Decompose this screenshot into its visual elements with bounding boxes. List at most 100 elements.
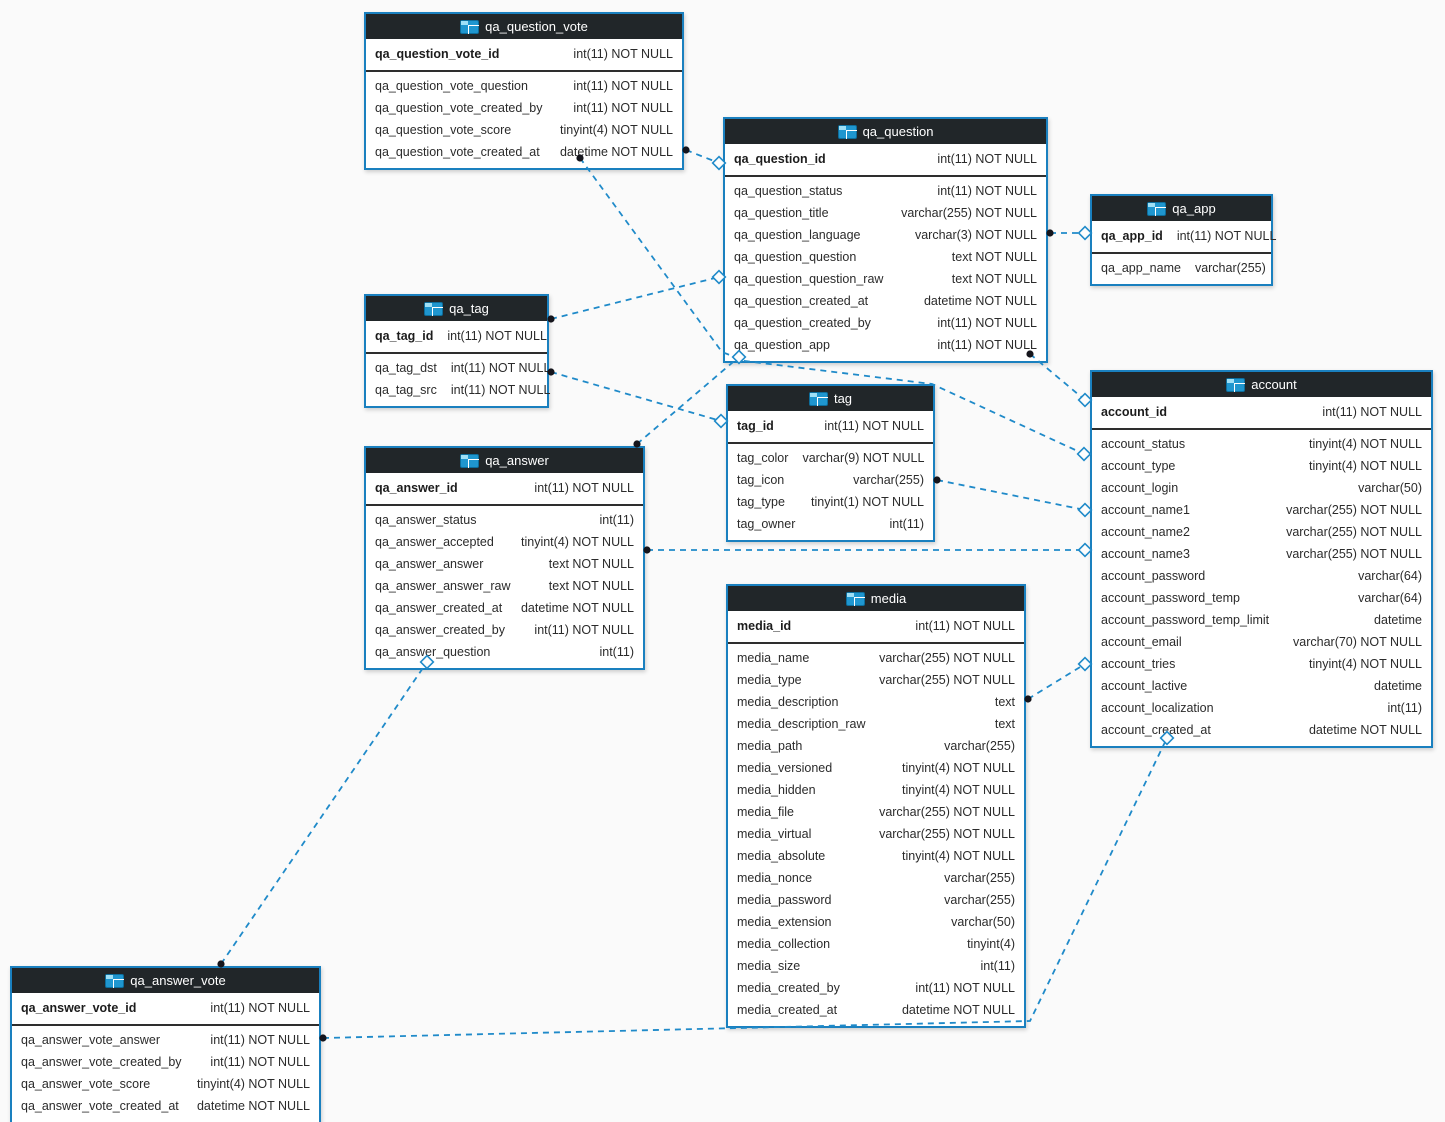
table-row[interactable]: media_path varchar(255): [728, 735, 1024, 757]
table-tag[interactable]: tag tag_id int(11) NOT NULL tag_color va…: [726, 384, 935, 542]
table-row[interactable]: media_created_at datetime NOT NULL: [728, 999, 1024, 1021]
table-row[interactable]: qa_question_vote_question int(11) NOT NU…: [366, 75, 682, 97]
table-row[interactable]: account_created_at datetime NOT NULL: [1092, 719, 1431, 741]
table-row[interactable]: tag_type tinyint(1) NOT NULL: [728, 491, 933, 513]
table-row[interactable]: qa_answer_vote_created_by int(11) NOT NU…: [12, 1051, 319, 1073]
table-row[interactable]: qa_question_question_raw text NOT NULL: [725, 268, 1046, 290]
table-qa_tag[interactable]: qa_tag qa_tag_id int(11) NOT NULL qa_tag…: [364, 294, 550, 408]
table-row[interactable]: qa_question_vote_created_at datetime NOT…: [366, 141, 682, 163]
table-header[interactable]: qa_question_vote: [366, 14, 682, 39]
table-row[interactable]: account_id int(11) NOT NULL: [1092, 401, 1431, 423]
column-name: media_file: [737, 805, 794, 819]
table-row[interactable]: qa_question_status int(11) NOT NULL: [725, 180, 1046, 202]
table-header[interactable]: tag: [728, 386, 933, 411]
table-row[interactable]: media_name varchar(255) NOT NULL: [728, 647, 1024, 669]
table-row[interactable]: qa_question_app int(11) NOT NULL: [725, 334, 1046, 356]
table-row[interactable]: qa_answer_answer text NOT NULL: [366, 553, 643, 575]
table-row[interactable]: media_file varchar(255) NOT NULL: [728, 801, 1024, 823]
table-qa_question[interactable]: qa_question qa_question_id int(11) NOT N…: [723, 117, 1048, 363]
relation-line[interactable]: [636, 356, 740, 445]
table-row[interactable]: account_lactive datetime: [1092, 675, 1431, 697]
table-row[interactable]: qa_tag_src int(11) NOT NULL: [366, 379, 550, 401]
table-row[interactable]: account_name3 varchar(255) NOT NULL: [1092, 543, 1431, 565]
table-row[interactable]: qa_question_question text NOT NULL: [725, 246, 1046, 268]
table-row[interactable]: qa_answer_accepted tinyint(4) NOT NULL: [366, 531, 643, 553]
table-row[interactable]: media_nonce varchar(255): [728, 867, 1024, 889]
table-row[interactable]: media_virtual varchar(255) NOT NULL: [728, 823, 1024, 845]
table-row[interactable]: qa_question_created_at datetime NOT NULL: [725, 290, 1046, 312]
table-row[interactable]: qa_answer_id int(11) NOT NULL: [366, 477, 643, 499]
table-row[interactable]: media_hidden tinyint(4) NOT NULL: [728, 779, 1024, 801]
relation-line[interactable]: [1027, 663, 1086, 700]
table-row[interactable]: tag_icon varchar(255): [728, 469, 933, 491]
table-row[interactable]: media_versioned tinyint(4) NOT NULL: [728, 757, 1024, 779]
table-row[interactable]: media_id int(11) NOT NULL: [728, 615, 1024, 637]
table-row[interactable]: qa_question_language varchar(3) NOT NULL: [725, 224, 1046, 246]
table-qa_answer[interactable]: qa_answer qa_answer_id int(11) NOT NULL …: [364, 446, 645, 670]
table-row[interactable]: account_login varchar(50): [1092, 477, 1431, 499]
table-row[interactable]: qa_question_vote_created_by int(11) NOT …: [366, 97, 682, 119]
column-type: int(11) NOT NULL: [573, 79, 673, 93]
relation-line[interactable]: [220, 661, 428, 965]
table-row[interactable]: account_status tinyint(4) NOT NULL: [1092, 433, 1431, 455]
column-name: media_path: [737, 739, 803, 753]
table-row[interactable]: media_description text: [728, 691, 1024, 713]
table-row[interactable]: qa_tag_id int(11) NOT NULL: [366, 325, 547, 347]
table-row[interactable]: qa_app_id int(11) NOT NULL: [1092, 225, 1276, 247]
column-type: int(11) NOT NULL: [915, 619, 1015, 633]
table-row[interactable]: qa_question_title varchar(255) NOT NULL: [725, 202, 1046, 224]
table-row[interactable]: qa_answer_status int(11): [366, 509, 643, 531]
table-row[interactable]: tag_color varchar(9) NOT NULL: [728, 447, 933, 469]
table-header[interactable]: account: [1092, 372, 1431, 397]
table-qa_question_vote[interactable]: qa_question_vote qa_question_vote_id int…: [364, 12, 684, 170]
table-row[interactable]: media_collection tinyint(4): [728, 933, 1024, 955]
table-row[interactable]: qa_answer_vote_score tinyint(4) NOT NULL: [12, 1073, 319, 1095]
table-row[interactable]: media_password varchar(255): [728, 889, 1024, 911]
table-row[interactable]: account_password_temp_limit datetime: [1092, 609, 1431, 631]
table-row[interactable]: media_absolute tinyint(4) NOT NULL: [728, 845, 1024, 867]
relation-line[interactable]: [685, 149, 720, 164]
table-row[interactable]: qa_answer_answer_raw text NOT NULL: [366, 575, 643, 597]
table-row[interactable]: qa_question_id int(11) NOT NULL: [725, 148, 1046, 170]
table-header[interactable]: qa_answer_vote: [12, 968, 319, 993]
table-row[interactable]: account_password varchar(64): [1092, 565, 1431, 587]
table-row[interactable]: media_description_raw text: [728, 713, 1024, 735]
relation-line[interactable]: [936, 479, 1086, 511]
table-row[interactable]: qa_answer_vote_created_at datetime NOT N…: [12, 1095, 319, 1117]
table-row[interactable]: qa_app_name varchar(255): [1092, 257, 1271, 279]
table-header[interactable]: qa_question: [725, 119, 1046, 144]
table-row[interactable]: tag_owner int(11): [728, 513, 933, 535]
table-row[interactable]: account_type tinyint(4) NOT NULL: [1092, 455, 1431, 477]
table-row[interactable]: account_tries tinyint(4) NOT NULL: [1092, 653, 1431, 675]
table-row[interactable]: media_type varchar(255) NOT NULL: [728, 669, 1024, 691]
table-row[interactable]: qa_answer_question int(11): [366, 641, 643, 663]
table-qa_answer_vote[interactable]: qa_answer_vote qa_answer_vote_id int(11)…: [10, 966, 321, 1122]
table-row[interactable]: account_name2 varchar(255) NOT NULL: [1092, 521, 1431, 543]
table-row[interactable]: tag_id int(11) NOT NULL: [728, 415, 933, 437]
table-row[interactable]: qa_answer_vote_id int(11) NOT NULL: [12, 997, 319, 1019]
table-header[interactable]: qa_app: [1092, 196, 1271, 221]
table-qa_app[interactable]: qa_app qa_app_id int(11) NOT NULL qa_app…: [1090, 194, 1276, 286]
relation-line[interactable]: [550, 276, 720, 320]
table-media[interactable]: media media_id int(11) NOT NULL media_na…: [726, 584, 1026, 1028]
relation-line[interactable]: [550, 371, 722, 422]
table-row[interactable]: qa_question_vote_score tinyint(4) NOT NU…: [366, 119, 682, 141]
table-header[interactable]: media: [728, 586, 1024, 611]
column-name: account_name3: [1101, 547, 1190, 561]
table-account[interactable]: account account_id int(11) NOT NULL acco…: [1090, 370, 1433, 748]
table-header[interactable]: qa_tag: [366, 296, 547, 321]
table-row[interactable]: qa_question_vote_id int(11) NOT NULL: [366, 43, 682, 65]
table-row[interactable]: qa_answer_vote_answer int(11) NOT NULL: [12, 1029, 319, 1051]
table-row[interactable]: account_email varchar(70) NOT NULL: [1092, 631, 1431, 653]
table-row[interactable]: media_created_by int(11) NOT NULL: [728, 977, 1024, 999]
table-row[interactable]: account_localization int(11): [1092, 697, 1431, 719]
table-row[interactable]: qa_answer_created_by int(11) NOT NULL: [366, 619, 643, 641]
table-row[interactable]: account_password_temp varchar(64): [1092, 587, 1431, 609]
table-row[interactable]: account_name1 varchar(255) NOT NULL: [1092, 499, 1431, 521]
table-row[interactable]: media_size int(11): [728, 955, 1024, 977]
table-row[interactable]: qa_question_created_by int(11) NOT NULL: [725, 312, 1046, 334]
table-row[interactable]: qa_tag_dst int(11) NOT NULL: [366, 357, 550, 379]
table-header[interactable]: qa_answer: [366, 448, 643, 473]
table-row[interactable]: qa_answer_created_at datetime NOT NULL: [366, 597, 643, 619]
table-row[interactable]: media_extension varchar(50): [728, 911, 1024, 933]
